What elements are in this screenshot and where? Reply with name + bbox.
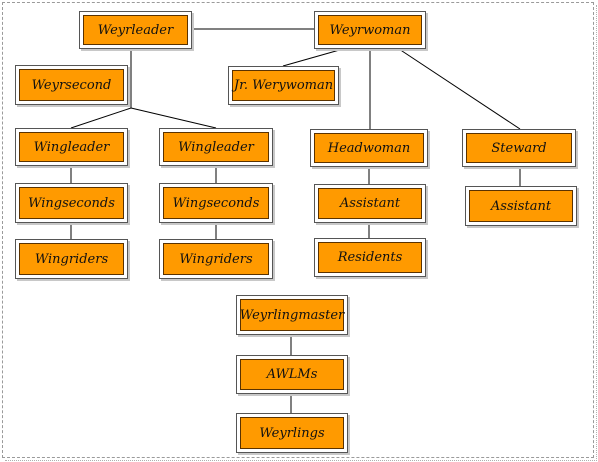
connector-weyrwoman-jr-weyrwoman (282, 48, 344, 67)
node-label: Weyrsecond (31, 77, 112, 93)
node-label: Wingleader (33, 139, 110, 155)
node-steward: Steward (462, 129, 576, 167)
node-weyrwoman: Weyrwoman (314, 11, 426, 49)
node-awlms: AWLMs (236, 355, 348, 394)
node-label: Assistant (339, 196, 401, 211)
node-wingriders: Wingriders (15, 239, 128, 279)
connector-weyrleader-wingleader-2 (130, 107, 217, 129)
node-weyrlings: Weyrlings (236, 413, 348, 453)
node-label: Assistant (490, 198, 552, 214)
node-label: Headwoman (327, 140, 411, 156)
node-assistant: Assistant (465, 186, 577, 226)
node-residents: Residents (314, 238, 426, 277)
node-label: Jr. Werywoman (233, 78, 334, 93)
node-label: Weyrwoman (329, 22, 411, 38)
node-weyrsecond: Weyrsecond (15, 65, 128, 105)
node-label: Weyrlingmaster (239, 307, 345, 323)
node-weyrlingmaster: Weyrlingmaster (236, 295, 348, 335)
node-label: Wingseconds (28, 195, 115, 211)
node-headwoman: Headwoman (310, 129, 428, 167)
node-label: Wingriders (34, 251, 109, 267)
node-label: Weyrlings (259, 425, 325, 441)
node-label: Steward (491, 140, 547, 156)
frame-shadow (5, 5, 597, 461)
node-label: Wingseconds (172, 195, 260, 211)
node-wingleader: Wingleader (159, 128, 273, 166)
node-label: Wingriders (179, 251, 253, 267)
connector-weyrwoman-steward (398, 48, 521, 130)
diagram-frame (2, 2, 594, 458)
node-weyrleader: Weyrleader (79, 11, 192, 49)
node-wingleader: Wingleader (15, 128, 128, 166)
node-jr-weyrwoman: Jr. Werywoman (228, 66, 339, 105)
node-wingriders: Wingriders (159, 239, 273, 279)
node-label: Weyrleader (97, 22, 174, 38)
node-label: AWLMs (266, 367, 318, 382)
node-wingseconds: Wingseconds (15, 183, 128, 223)
node-assistant: Assistant (314, 184, 426, 223)
node-label: Wingleader (178, 139, 254, 155)
node-wingseconds: Wingseconds (159, 183, 273, 223)
node-label: Residents (337, 250, 403, 265)
